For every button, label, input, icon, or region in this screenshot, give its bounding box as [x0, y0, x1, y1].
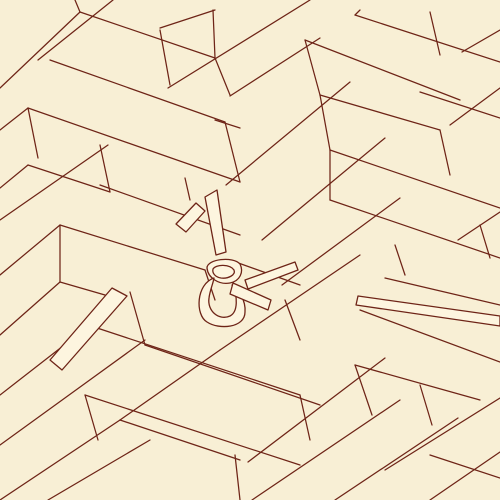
cord-wrap-inner [213, 265, 235, 278]
